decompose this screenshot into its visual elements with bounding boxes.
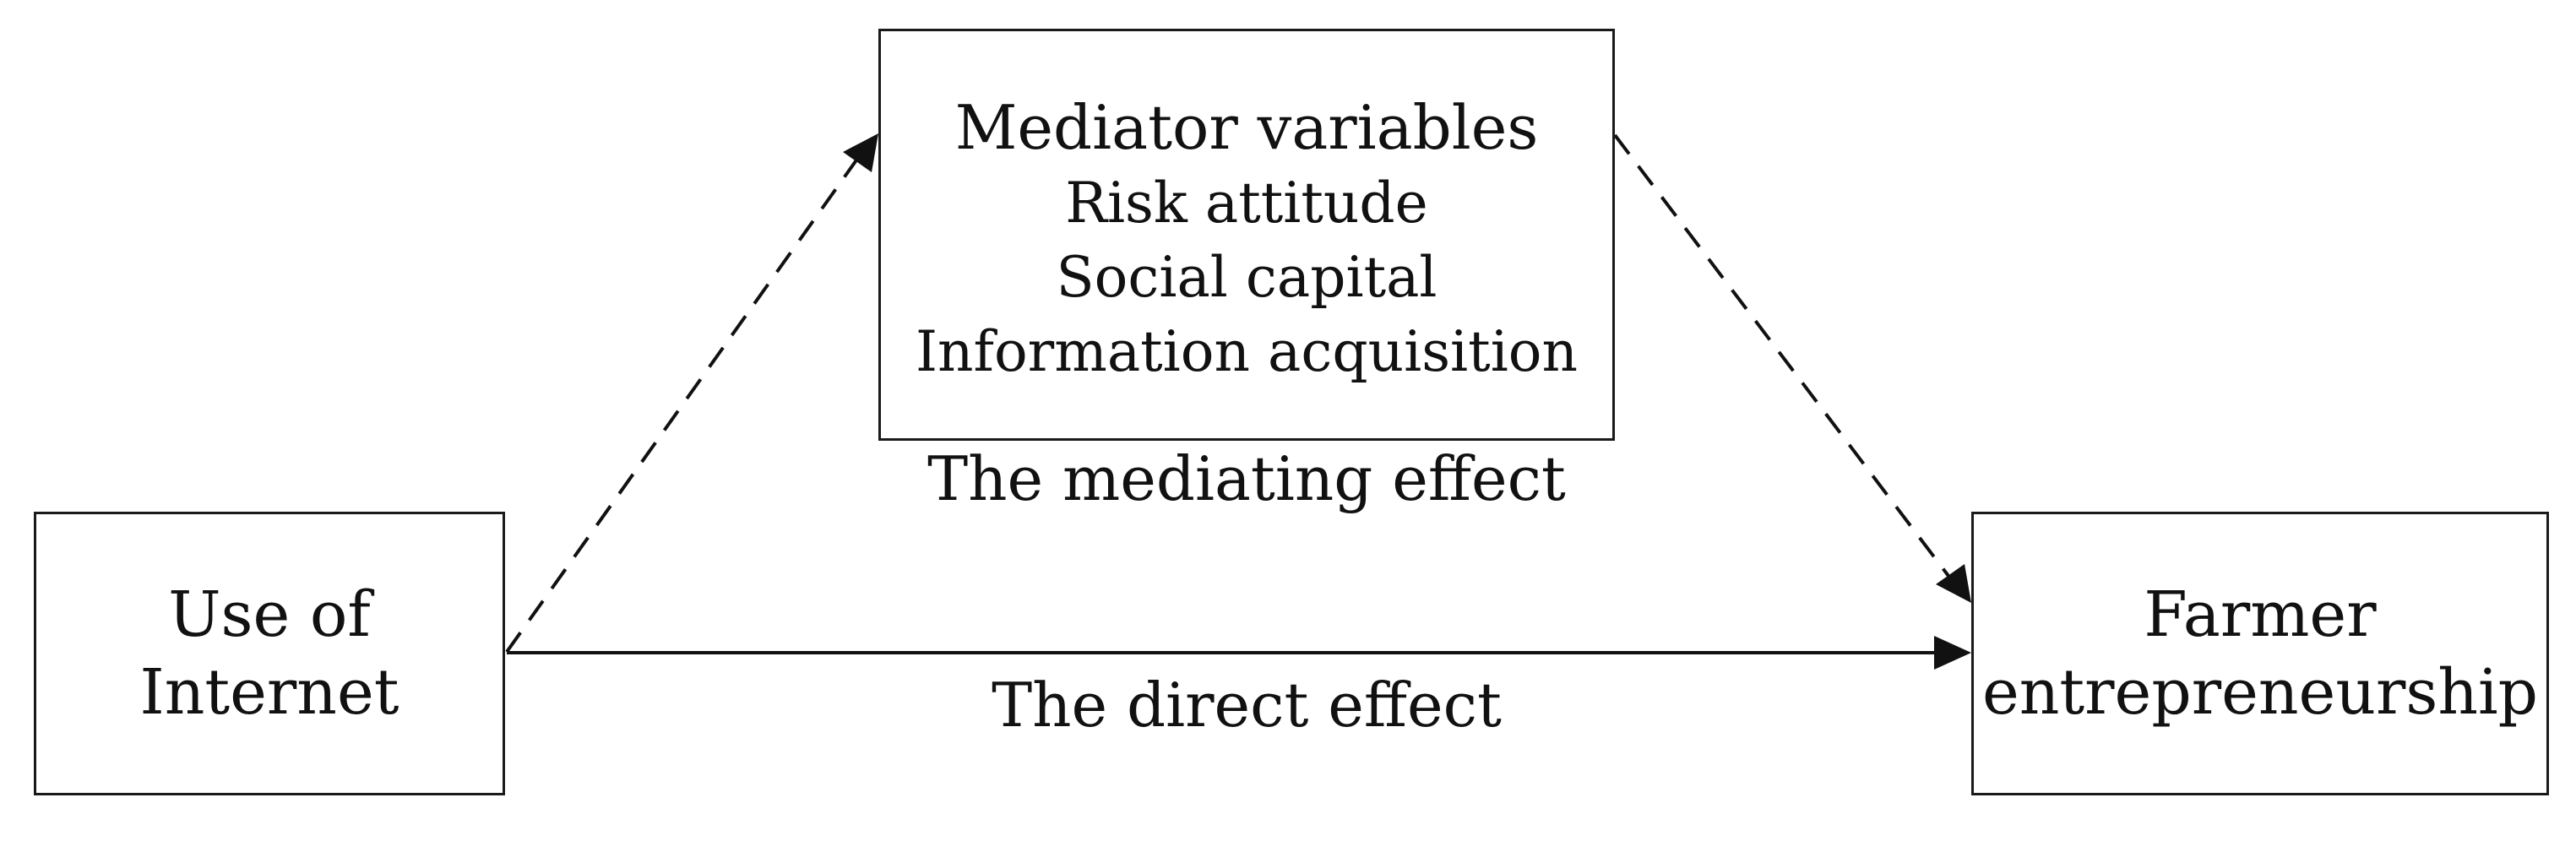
mediator-item-information-acquisition: Information acquisition — [915, 319, 1579, 384]
use-of-internet-label: Use of Internet — [139, 578, 399, 729]
arrow-internet-to-mediator — [505, 154, 861, 654]
direct-effect-label: The direct effect — [992, 670, 1502, 741]
arrowhead-to-mediator — [843, 133, 878, 172]
arrow-mediator-to-entrepreneurship — [1613, 133, 1953, 581]
mediator-item-social-capital: Social capital — [1056, 245, 1437, 310]
farmer-entrepreneurship-label-line2: entrepreneurship — [1981, 656, 2539, 729]
mediating-effect-label: The mediating effect — [927, 443, 1566, 514]
farmer-entrepreneurship-label-line1: Farmer — [2144, 578, 2377, 651]
mediator-title: Mediator variables — [954, 92, 1539, 163]
mediator-item-risk-attitude: Risk attitude — [1065, 171, 1428, 236]
mediator-variables-box: Mediator variables Risk attitude Social … — [878, 29, 1615, 441]
arrowhead-to-entrepreneurship-direct — [1934, 636, 1971, 670]
use-of-internet-box: Use of Internet — [34, 512, 505, 795]
farmer-entrepreneurship-box: Farmer entrepreneurship — [1971, 512, 2549, 795]
arrowhead-to-entrepreneurship-dashed — [1936, 564, 1971, 603]
